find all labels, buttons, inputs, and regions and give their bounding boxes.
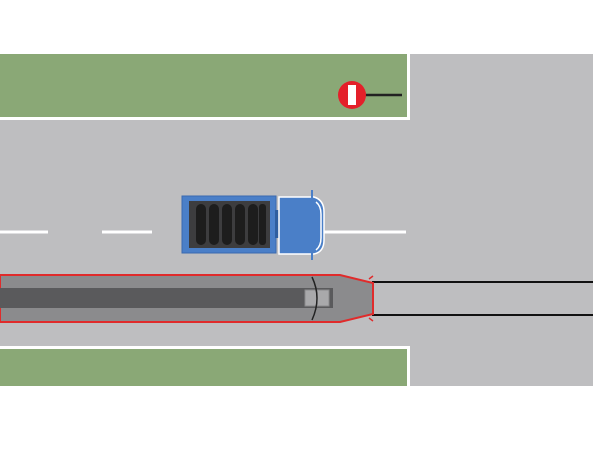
tram-headlight-top (368, 275, 374, 280)
curb-bottom (0, 346, 410, 386)
tram-roof-stripe (0, 288, 333, 308)
vent (235, 204, 245, 245)
truck-windshield (315, 201, 322, 251)
grass-bottom (0, 348, 408, 386)
grass-top (0, 54, 408, 118)
sign-bar (348, 85, 356, 105)
vent (209, 204, 219, 245)
vent (196, 204, 206, 245)
curb-top (0, 54, 410, 120)
tram-rails (372, 281, 593, 316)
truck-cab (278, 196, 325, 255)
side-road (408, 54, 593, 386)
truck-coupling (275, 210, 280, 238)
tram-headlight-bottom (368, 317, 374, 322)
tram-joint (311, 276, 318, 321)
vent (222, 204, 232, 245)
tram (0, 274, 374, 323)
vent (259, 204, 266, 245)
truck-vents (196, 204, 266, 245)
no-entry-sign-icon (338, 81, 402, 109)
vent (248, 204, 258, 245)
truck (181, 190, 325, 260)
